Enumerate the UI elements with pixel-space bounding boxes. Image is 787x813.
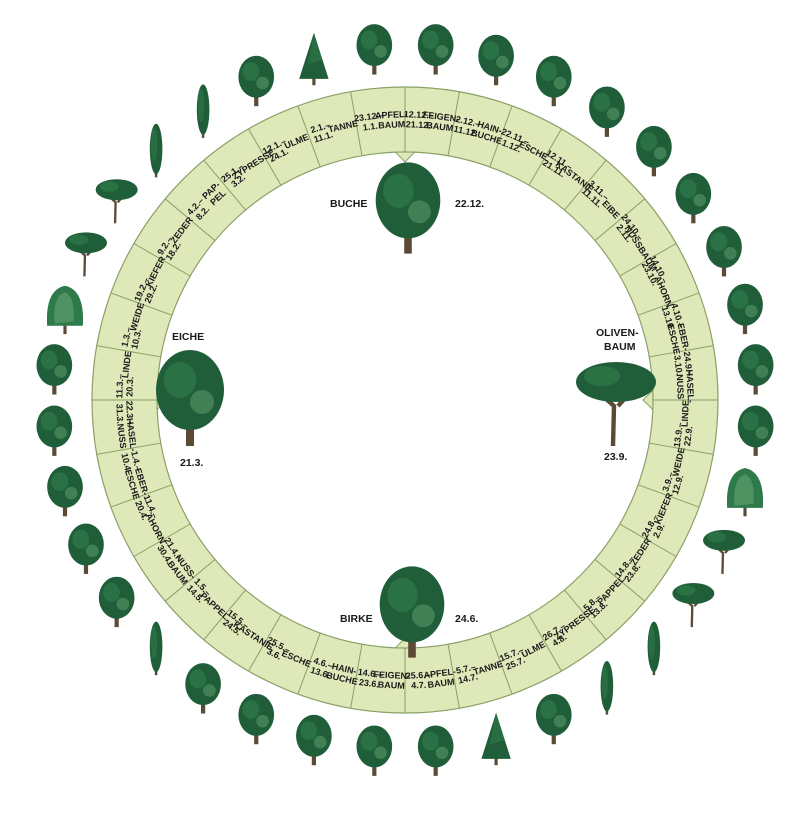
segment-tree-name-line: BAUM: [378, 680, 405, 691]
pine-tree-icon: [703, 530, 745, 574]
cypress-tree-icon: [197, 84, 210, 138]
hornbeam-tree-icon: [478, 35, 514, 85]
willow-tree-icon: [47, 286, 83, 334]
oak-crown: [156, 350, 224, 446]
segment-tree-name-line: NUSS: [675, 374, 686, 399]
poplar-tree-icon: [150, 124, 163, 178]
center-tree-top-name: BUCHE: [330, 198, 367, 210]
hazel-tree-icon: [738, 344, 774, 394]
rowan-tree-icon: [727, 284, 763, 334]
beech-crown: [376, 162, 441, 253]
center-tree-right: OLIVEN- BAUM 23.9.: [576, 327, 656, 463]
chestnut-tree-icon: [185, 663, 221, 713]
center-tree-left-name: EICHE: [172, 331, 204, 343]
segment-date-range-line: 31.3.: [114, 403, 125, 423]
beech-tree-icon: [376, 162, 441, 253]
olive-crown: [576, 362, 656, 446]
center-tree-bottom-name: BIRKE: [340, 613, 373, 625]
cedar-tree-icon: [96, 179, 138, 223]
poplar-tree-icon: [150, 622, 163, 676]
ash-tree-icon: [536, 56, 572, 106]
hornbeam-tree-icon: [296, 715, 332, 765]
apple-tree-icon: [418, 725, 454, 775]
fig-tree-icon: [356, 725, 392, 775]
segment-date-range-line: 21.12.: [406, 119, 431, 130]
center-tree-top-date: 22.12.: [455, 198, 484, 210]
walnut-tree-icon: [675, 173, 711, 223]
willow-tree-icon: [727, 468, 763, 516]
oak-tree-icon: [156, 350, 224, 446]
segment-date-range-line: 4.7.: [411, 680, 426, 691]
fir-tree-icon: [299, 33, 328, 85]
birch-crown: [380, 566, 445, 657]
apple-tree-icon: [356, 24, 392, 74]
segment-tree-name-line: BAUM: [378, 119, 405, 130]
poplar-tree-icon: [648, 622, 661, 676]
hazel-tree-icon: [36, 405, 72, 455]
center-tree-right-name-2: BAUM: [604, 341, 636, 353]
cedar-tree-icon: [672, 583, 714, 627]
center-tree-right-date: 23.9.: [604, 451, 627, 463]
center-tree-left-date: 21.3.: [180, 457, 203, 469]
linden-tree-icon: [36, 344, 72, 394]
segment-date-range: 24.9.–3.10.: [672, 351, 695, 378]
maple-tree-icon: [706, 226, 742, 276]
ring-segment: HASEL-NUSS22.3.–31.3.: [114, 401, 138, 454]
fir-tree-icon: [481, 713, 510, 766]
maple-tree-icon: [68, 524, 104, 574]
olive-tree-icon: [576, 362, 656, 446]
fig-tree-icon: [418, 24, 454, 74]
ring-segment: FEIGEN-BAUM14.6.–23.6.: [356, 667, 410, 691]
center-tree-right-name-1: OLIVEN-: [596, 327, 639, 339]
elm-tree-icon: [238, 56, 274, 106]
ash-tree-icon: [238, 694, 274, 744]
segment-date-range-line: 1.1.: [362, 121, 378, 133]
birch-tree-icon: [380, 566, 445, 657]
center-tree-left: EICHE 21.3.: [156, 331, 224, 469]
linden-tree-icon: [738, 405, 774, 455]
segment-date-range: 11.3.–20.3.: [114, 374, 135, 399]
segment-date-range: 12.12.–21.12.: [403, 109, 434, 130]
elm-tree-icon: [536, 694, 572, 744]
segment-date-range-line: 25.6.–: [406, 670, 431, 681]
segment-date-range-line: 20.3.: [124, 376, 135, 396]
cypress-tree-icon: [601, 661, 614, 715]
ring-pointer: [395, 152, 414, 162]
segment-date-range: 22.3.–31.3.: [114, 401, 135, 427]
yew-tree-icon: [636, 126, 672, 176]
chestnut-tree-icon: [589, 86, 625, 136]
center-tree-bottom-date: 24.6.: [455, 613, 478, 625]
walnut-tree-icon: [99, 577, 135, 627]
rowan-tree-icon: [47, 466, 83, 516]
center-tree-top: BUCHE 22.12.: [330, 162, 484, 253]
pine-tree-icon: [65, 232, 107, 276]
